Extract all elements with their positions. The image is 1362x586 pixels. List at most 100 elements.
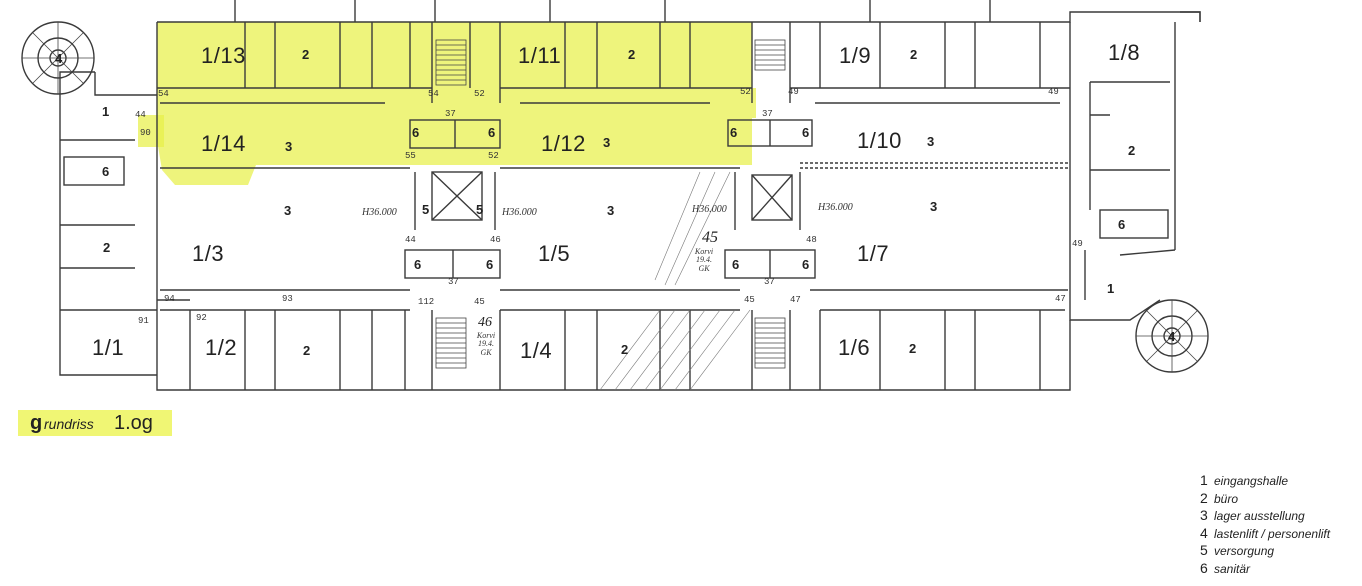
- room-label: 1/10: [857, 128, 902, 153]
- room-type: 2: [909, 341, 917, 356]
- room-type: 1: [102, 104, 110, 119]
- room-type: 3: [930, 199, 938, 214]
- door-number: 48: [806, 235, 817, 245]
- wc-label: 6: [730, 125, 738, 140]
- legend-label: eingangshalle: [1214, 474, 1289, 488]
- service-label: 5: [422, 202, 430, 217]
- legend-item: 1 eingangshalle: [1200, 472, 1360, 490]
- room-label: 1/2: [205, 335, 238, 360]
- service-label: 5: [476, 202, 484, 217]
- legend-item: 5 versorgung: [1200, 542, 1360, 560]
- room-label: 1/12: [541, 131, 586, 156]
- room-label: 1/4: [520, 338, 553, 363]
- room-label: 1/11: [518, 43, 562, 68]
- room-type: 2: [910, 47, 918, 62]
- wc-label: 6: [732, 257, 740, 272]
- legend-label: versorgung: [1214, 544, 1275, 558]
- legend-number: 2: [1200, 489, 1208, 506]
- room-type: 2: [302, 47, 310, 62]
- height-note: H36.000: [818, 202, 853, 213]
- room-label: 1/5: [538, 241, 571, 266]
- legend-label: lastenlift / personenlift: [1214, 526, 1331, 541]
- legend-number: 5: [1200, 542, 1208, 558]
- wc-label: 6: [486, 257, 494, 272]
- door-number: 46: [490, 235, 501, 245]
- handwritten-note: Korvi 19.4. GK: [476, 331, 496, 357]
- room-label: 1/9: [839, 43, 872, 68]
- wc-label: 6: [412, 125, 420, 140]
- legend-item: 2 büro: [1200, 490, 1360, 508]
- room-type: 6: [1118, 217, 1126, 232]
- height-note: H36.000: [502, 207, 537, 218]
- handwritten-note: Korvi 19.4. GK: [694, 247, 714, 273]
- highlight-zone: [138, 22, 756, 185]
- handwritten-number: 46: [478, 315, 492, 330]
- door-number: 49: [1072, 239, 1083, 249]
- legend-number: 4: [1200, 524, 1208, 541]
- door-number: 52: [740, 87, 751, 97]
- door-number: 45: [744, 295, 755, 305]
- door-number: 91: [138, 316, 149, 326]
- door-number: 37: [448, 277, 459, 287]
- door-number: 112: [418, 297, 435, 307]
- stair-label: 4: [55, 51, 63, 66]
- room-type: 1: [1107, 281, 1115, 296]
- door-number: 47: [790, 295, 801, 305]
- room-type: 6: [102, 164, 110, 179]
- room-label: 1/8: [1108, 40, 1141, 65]
- room-label: 1/14: [201, 131, 246, 156]
- wc-label: 6: [488, 125, 496, 140]
- room-label: 1/6: [838, 335, 871, 360]
- legend-number: 6: [1200, 559, 1208, 576]
- room-label: 1/1: [92, 335, 125, 360]
- legend-number: 3: [1200, 507, 1208, 523]
- wc-label: 6: [802, 257, 810, 272]
- height-note: H36.000: [692, 204, 727, 215]
- room-type: 3: [285, 139, 293, 154]
- door-number: 37: [762, 109, 773, 119]
- room-type: 2: [303, 343, 311, 358]
- legend-item: 4 lastenlift / personenlift: [1200, 525, 1360, 543]
- door-number: 54: [158, 89, 169, 99]
- room-type: 2: [1128, 143, 1136, 158]
- stair-label: 4: [1168, 329, 1176, 344]
- door-number: 92: [196, 313, 207, 323]
- title-word: rundriss: [44, 416, 94, 432]
- door-number: 93: [282, 294, 293, 304]
- door-number: 90: [140, 128, 151, 138]
- room-label: 1/3: [192, 241, 225, 266]
- title-prefix: g: [30, 412, 43, 434]
- room-label: 1/13: [201, 43, 246, 68]
- room-type: 2: [103, 240, 111, 255]
- hatched-area: [599, 171, 751, 391]
- door-number: 37: [445, 109, 456, 119]
- door-number: 54: [428, 89, 439, 99]
- legend-item: 6 sanitär: [1200, 560, 1360, 578]
- legend-label: büro: [1214, 491, 1239, 506]
- plan-title: g rundriss 1.og: [18, 410, 172, 436]
- legend-label: sanitär: [1214, 561, 1251, 576]
- door-number: 55: [405, 151, 416, 161]
- room-type: 3: [927, 134, 935, 149]
- door-number: 52: [488, 151, 499, 161]
- room-label: 1/7: [857, 241, 890, 266]
- room-type: 2: [628, 47, 636, 62]
- door-number: 52: [474, 89, 485, 99]
- door-number: 45: [474, 297, 485, 307]
- room-type: 3: [607, 203, 615, 218]
- door-number: 49: [1048, 87, 1059, 97]
- door-number: 47: [1055, 294, 1066, 304]
- staircase: [22, 22, 1208, 372]
- room-type: 3: [284, 203, 292, 218]
- legend-number: 1: [1200, 472, 1208, 488]
- door-number: 49: [788, 87, 799, 97]
- room-type: 2: [621, 342, 629, 357]
- height-note: H36.000: [362, 207, 397, 218]
- title-level: 1.og: [114, 412, 153, 434]
- handwritten-number: 45: [702, 229, 718, 246]
- walls: [21, 0, 1209, 391]
- wc-label: 6: [802, 125, 810, 140]
